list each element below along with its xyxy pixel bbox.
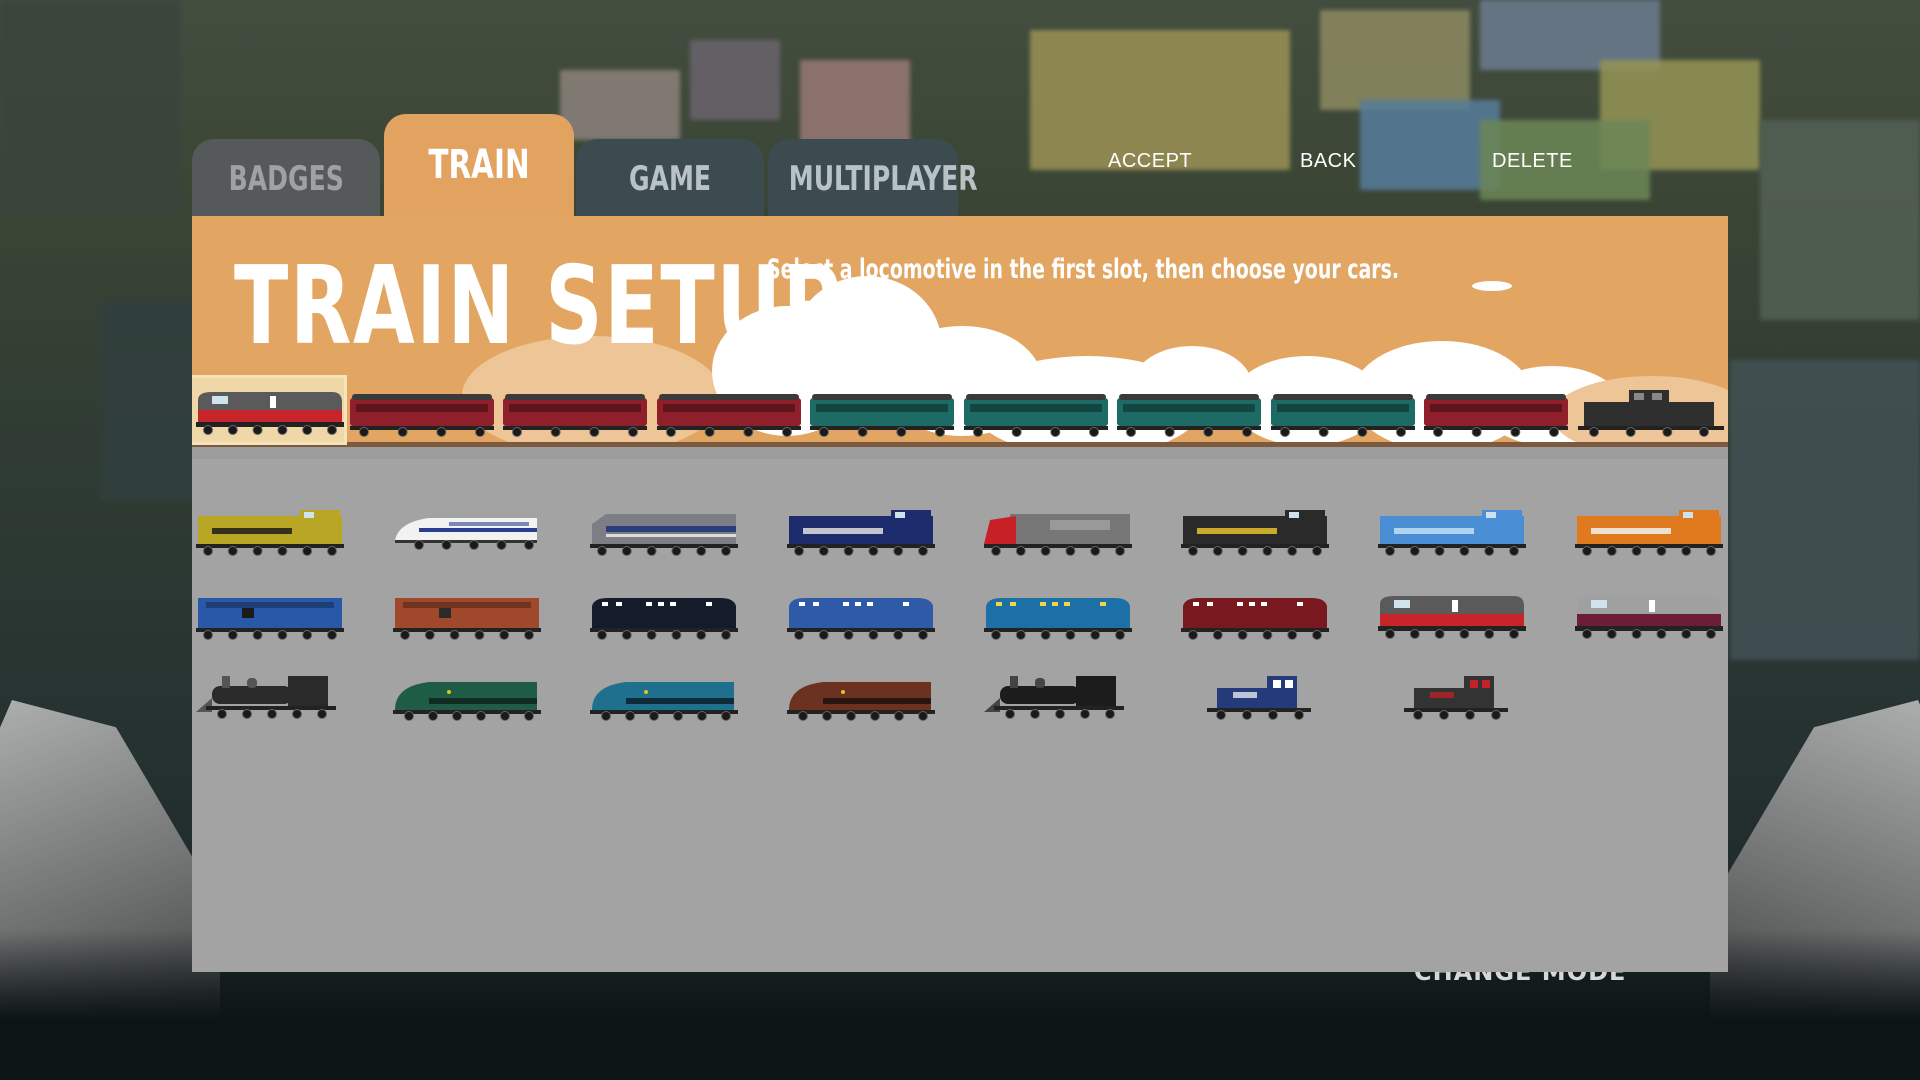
cab-unit-sprite: [1181, 598, 1329, 640]
coach-sprite: [349, 394, 494, 437]
delete-button[interactable]: DELETE: [1492, 150, 1573, 172]
tab-game-mode[interactable]: GAME MODE: [576, 139, 764, 279]
locomotive-option[interactable]: [980, 582, 1135, 642]
consist-slot-car[interactable]: [1113, 378, 1265, 442]
locomotive-option[interactable]: [389, 498, 544, 558]
locomotive-option[interactable]: [586, 664, 741, 724]
bg-building: [1360, 100, 1500, 190]
bg-house: [560, 70, 680, 140]
coach-sprite: [963, 394, 1108, 437]
bg-hill: [0, 0, 180, 220]
boxcab-sprite: [196, 598, 344, 640]
coach-sprite: [1424, 394, 1568, 437]
accept-button[interactable]: ACCEPT: [1108, 150, 1193, 172]
consist-slot-car[interactable]: [960, 378, 1112, 442]
streamliner-sprite: [1378, 596, 1526, 639]
bg-building: [1030, 30, 1290, 170]
coach-sprite: [1117, 394, 1261, 437]
locomotive-option[interactable]: [783, 498, 938, 558]
cab-unit-sprite: [984, 598, 1132, 640]
locomotive-option[interactable]: [1177, 582, 1332, 642]
locomotive-option[interactable]: [1374, 582, 1529, 642]
bg-house: [800, 60, 910, 150]
locomotive-option[interactable]: [192, 498, 347, 558]
locomotive-option[interactable]: [1571, 582, 1726, 642]
locomotive-option[interactable]: [1374, 664, 1529, 724]
locomotive-option[interactable]: [192, 582, 347, 642]
tab-train-setup[interactable]: TRAIN SETUP: [384, 114, 574, 290]
tab-badges-label: BADGES: [228, 159, 344, 199]
streamliner-sprite: [1575, 596, 1723, 639]
consist-slot-car[interactable]: [346, 378, 498, 442]
bg-building: [1730, 360, 1920, 660]
tab-multiplayer[interactable]: MULTIPLAYER: [768, 139, 978, 216]
bg-building: [1480, 0, 1660, 70]
locomotive-option[interactable]: [1374, 498, 1529, 558]
page-title: TRAIN SETUP: [234, 244, 843, 369]
consist-slot-car[interactable]: [653, 378, 805, 442]
tab-multiplayer-label: MULTIPLAYER: [788, 159, 978, 199]
boxcab-sprite: [393, 598, 541, 640]
locomotive-option[interactable]: [783, 582, 938, 642]
diesel-sprite: [1181, 510, 1329, 556]
locomotive-option[interactable]: [389, 664, 544, 724]
tab-badges[interactable]: BADGES: [192, 139, 380, 216]
bullet-sprite: [395, 518, 537, 550]
track-rail: [192, 442, 1728, 447]
steam-sprite: [984, 676, 1124, 719]
loco-diesel-red-sprite: [196, 392, 344, 435]
locomotive-option[interactable]: [980, 664, 1135, 724]
consist-slot-car[interactable]: [499, 378, 651, 442]
coach-sprite: [656, 394, 801, 437]
locomotive-option[interactable]: [389, 582, 544, 642]
consist-slot-car[interactable]: [1420, 378, 1572, 442]
track-bed: [192, 447, 1728, 459]
steam-streamlined-sprite: [590, 682, 738, 721]
cloud: [1472, 281, 1512, 291]
bg-building: [1760, 120, 1920, 320]
steam-streamlined-sprite: [787, 682, 935, 721]
diesel-sprite: [1378, 510, 1526, 556]
steam-streamlined-sprite: [393, 682, 541, 721]
diesel-plow-sprite: [984, 514, 1132, 556]
cab-unit-sprite: [787, 598, 935, 640]
locomotive-option[interactable]: [192, 664, 347, 724]
locomotive-option[interactable]: [783, 664, 938, 724]
diesel-sprite: [1575, 510, 1723, 556]
locomotive-option[interactable]: [1571, 498, 1726, 558]
locomotive-option[interactable]: [586, 498, 741, 558]
locomotive-option[interactable]: [1177, 664, 1332, 724]
bg-hill: [100, 300, 210, 500]
switcher-sprite: [1207, 676, 1311, 720]
locomotive-option[interactable]: [980, 498, 1135, 558]
page-subtitle: Select a locomotive in the first slot, t…: [767, 254, 1400, 285]
cab-unit-sprite: [590, 598, 738, 640]
diesel-sprite: [787, 510, 935, 556]
back-button[interactable]: BACK: [1300, 150, 1357, 172]
consist-slot-car[interactable]: [1267, 378, 1419, 442]
bg-building: [1480, 120, 1650, 200]
consist-slot-car[interactable]: [1574, 378, 1726, 442]
consist-slot-locomotive[interactable]: [192, 375, 347, 445]
locomotive-option[interactable]: [586, 582, 741, 642]
locomotive-option[interactable]: [1177, 498, 1332, 558]
caboose-sprite: [1577, 390, 1724, 437]
bg-building: [1320, 10, 1470, 110]
diesel-long-sprite: [590, 514, 738, 556]
coach-sprite: [503, 394, 647, 437]
train-setup-panel: TRAIN SETUP Select a locomotive in the f…: [192, 216, 1728, 972]
switcher-sprite: [1404, 676, 1508, 720]
diesel-sprite: [196, 510, 344, 556]
coach-sprite: [810, 394, 954, 437]
bg-house: [690, 40, 780, 120]
consist-slot-car[interactable]: [806, 378, 958, 442]
coach-sprite: [1270, 394, 1415, 437]
steam-small-sprite: [196, 676, 336, 719]
